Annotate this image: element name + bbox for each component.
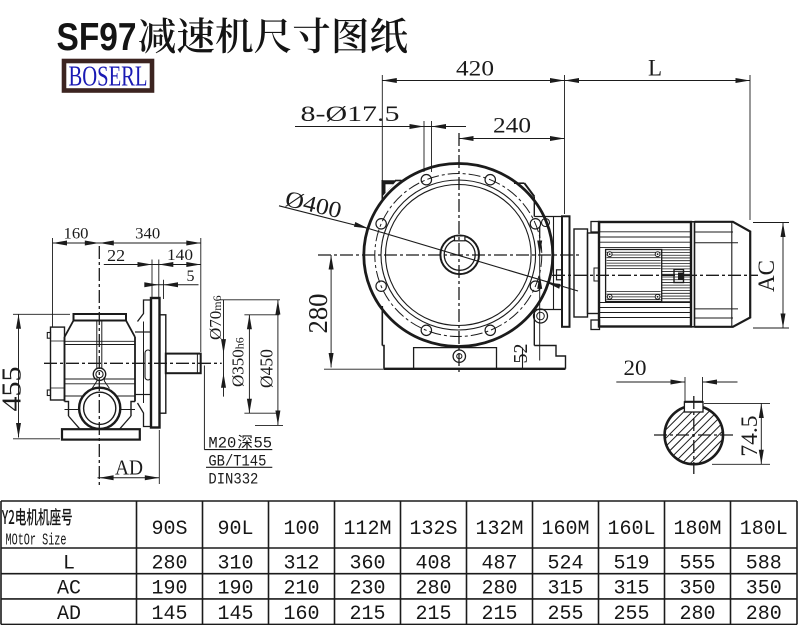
svg-text:112M: 112M [343, 518, 391, 541]
svg-text:SF97: SF97 [57, 16, 137, 59]
svg-text:160L: 160L [607, 518, 655, 541]
svg-text:MOtOr Size: MOtOr Size [6, 532, 67, 551]
svg-text:315: 315 [547, 578, 583, 601]
svg-text:310: 310 [217, 553, 253, 576]
svg-text:340: 340 [135, 226, 160, 243]
svg-text:230: 230 [349, 578, 385, 601]
svg-text:20: 20 [624, 355, 647, 380]
svg-text:420: 420 [456, 56, 494, 81]
svg-text:524: 524 [547, 553, 583, 576]
svg-text:22: 22 [107, 246, 125, 265]
svg-text:AD: AD [115, 456, 143, 480]
svg-text:280: 280 [415, 578, 451, 601]
svg-text:190: 190 [217, 578, 253, 601]
svg-text:280: 280 [746, 603, 782, 625]
svg-text:BOSERL: BOSERL [69, 61, 148, 93]
svg-text:Ø450: Ø450 [257, 349, 277, 388]
svg-text:M20: M20 [208, 435, 236, 453]
svg-text:555: 555 [679, 553, 715, 576]
svg-text:145: 145 [217, 603, 253, 625]
svg-text:74.5: 74.5 [737, 415, 763, 456]
svg-text:280: 280 [481, 578, 517, 601]
svg-text:160: 160 [283, 603, 319, 625]
svg-text:215: 215 [481, 603, 517, 625]
svg-text:5: 5 [187, 268, 195, 285]
svg-text:519: 519 [613, 553, 649, 576]
svg-text:GB/T145: GB/T145 [208, 453, 266, 471]
svg-text:100: 100 [283, 518, 319, 541]
svg-text:132S: 132S [409, 518, 457, 541]
svg-text:455: 455 [0, 367, 27, 412]
svg-text:145: 145 [151, 603, 187, 625]
svg-text:55: 55 [254, 435, 273, 453]
svg-text:132M: 132M [475, 518, 523, 541]
svg-text:L: L [63, 553, 75, 576]
svg-text:487: 487 [481, 553, 517, 576]
svg-text:180L: 180L [740, 518, 788, 541]
svg-text:210: 210 [283, 578, 319, 601]
svg-text:AD: AD [57, 603, 81, 625]
svg-text:408: 408 [415, 553, 451, 576]
svg-text:140: 140 [167, 247, 193, 264]
svg-text:160: 160 [64, 226, 89, 243]
svg-text:350: 350 [679, 578, 715, 601]
svg-text:52: 52 [510, 344, 532, 364]
svg-text:280: 280 [151, 553, 187, 576]
svg-text:AC: AC [57, 578, 81, 601]
svg-text:280: 280 [303, 294, 333, 334]
svg-text:160M: 160M [541, 518, 589, 541]
svg-text:Ø70m6: Ø70m6 [206, 295, 225, 340]
svg-text:588: 588 [746, 553, 782, 576]
svg-text:255: 255 [613, 603, 649, 625]
svg-text:315: 315 [613, 578, 649, 601]
svg-text:DIN332: DIN332 [208, 470, 258, 488]
svg-text:8-Ø17.5: 8-Ø17.5 [301, 101, 400, 126]
svg-text:L: L [648, 56, 662, 81]
svg-text:90L: 90L [217, 518, 253, 541]
svg-text:280: 280 [679, 603, 715, 625]
svg-text:240: 240 [493, 113, 531, 138]
svg-text:215: 215 [415, 603, 451, 625]
svg-text:215: 215 [349, 603, 385, 625]
svg-text:255: 255 [547, 603, 583, 625]
svg-text:AC: AC [754, 260, 779, 292]
svg-text:Ø350h6: Ø350h6 [229, 337, 248, 387]
svg-text:360: 360 [349, 553, 385, 576]
svg-text:190: 190 [151, 578, 187, 601]
svg-text:180M: 180M [673, 518, 721, 541]
svg-text:90S: 90S [151, 518, 187, 541]
svg-text:350: 350 [746, 578, 782, 601]
svg-text:312: 312 [283, 553, 319, 576]
